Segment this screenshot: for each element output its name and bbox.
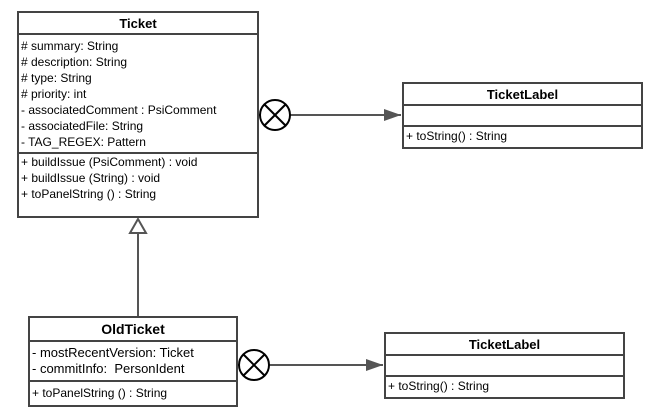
class-ticketlabel-top[interactable]: TicketLabel + toString() : String bbox=[402, 82, 643, 149]
attribute: # type: String bbox=[21, 71, 92, 85]
class-ticket[interactable]: Ticket # summary: String # description: … bbox=[17, 11, 259, 218]
arrow-head-icon bbox=[384, 109, 401, 121]
attribute: # priority: int bbox=[21, 87, 87, 101]
operations-compartment: + toPanelString () : String bbox=[30, 382, 236, 401]
attribute: # summary: String bbox=[21, 39, 119, 53]
attribute: - associatedFile: String bbox=[21, 119, 144, 133]
operations-compartment: + toString() : String bbox=[404, 127, 641, 144]
hollow-triangle-icon bbox=[128, 216, 148, 234]
attributes-compartment bbox=[386, 356, 623, 377]
class-name: TicketLabel bbox=[404, 84, 641, 106]
operation: + toPanelString () : String bbox=[21, 187, 157, 201]
class-name: TicketLabel bbox=[386, 334, 623, 356]
attribute: # description: String bbox=[21, 55, 128, 69]
operations-compartment: + toString() : String bbox=[386, 377, 623, 394]
operation: + toString() : String bbox=[406, 129, 508, 143]
class-ticketlabel-bottom[interactable]: TicketLabel + toString() : String bbox=[384, 332, 625, 399]
attributes-compartment bbox=[404, 106, 641, 127]
class-name: OldTicket bbox=[30, 318, 236, 342]
attribute: - mostRecentVersion: Ticket bbox=[32, 345, 194, 360]
attribute: - commitInfo: PersonIdent bbox=[32, 361, 185, 376]
class-name: Ticket bbox=[19, 13, 257, 35]
attribute: - TAG_REGEX: Pattern bbox=[21, 135, 146, 149]
operations-compartment: + buildIssue (PsiComment) : void + build… bbox=[19, 154, 257, 202]
operation: + buildIssue (PsiComment) : void bbox=[21, 155, 198, 169]
class-oldticket[interactable]: OldTicket - mostRecentVersion: Ticket - … bbox=[28, 316, 238, 407]
operation: + toPanelString () : String bbox=[32, 386, 168, 400]
circle-x-icon bbox=[238, 349, 270, 381]
attributes-compartment: # summary: String # description: String … bbox=[19, 35, 257, 154]
operation: + buildIssue (String) : void bbox=[21, 171, 161, 185]
attributes-compartment: - mostRecentVersion: Ticket - commitInfo… bbox=[30, 342, 236, 382]
arrow-head-icon bbox=[366, 359, 383, 371]
attribute: - associatedComment : PsiComment bbox=[21, 103, 217, 117]
operation: + toString() : String bbox=[388, 379, 490, 393]
circle-x-icon bbox=[259, 99, 291, 131]
